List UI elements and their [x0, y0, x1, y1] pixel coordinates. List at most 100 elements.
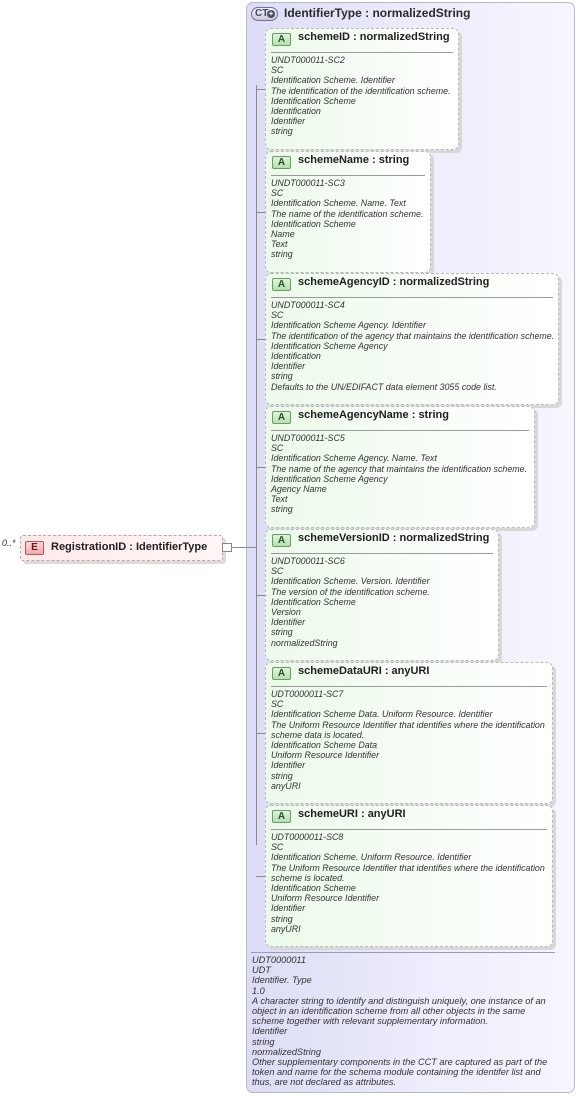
documentation-line: Identification Scheme. Version. Identifi…: [271, 576, 430, 587]
attribute-connector: [256, 88, 265, 90]
cardinality-label: 0..*: [2, 538, 16, 548]
documentation-line: string: [271, 913, 293, 924]
attribute-title: schemeURI : anyURI: [298, 808, 406, 820]
documentation-line: scheme together with relevant supplement…: [252, 1016, 488, 1027]
documentation-line: Identification Scheme: [271, 596, 356, 607]
documentation-line: Identification Scheme Agency. Identifier: [271, 320, 426, 331]
documentation-line: normalizedString: [252, 1046, 321, 1057]
attribute-separator: [271, 430, 529, 431]
documentation-line: SC: [271, 65, 284, 76]
documentation-line: object in an identification scheme from …: [252, 1006, 526, 1017]
attribute-badge: A: [272, 411, 291, 424]
attribute-title: schemeAgencyID : normalizedString: [298, 276, 490, 288]
documentation-line: Identification Scheme Agency: [271, 340, 388, 351]
documentation-line: Identification Scheme. Name. Text: [271, 198, 406, 209]
documentation-line: SC: [271, 699, 284, 710]
connector-vertical: [256, 85, 257, 845]
documentation-line: The Uniform Resource Identifier that ide…: [271, 862, 545, 873]
attribute-title: schemeAgencyName : string: [298, 409, 449, 421]
documentation-line: Defaults to the UN/EDIFACT data element …: [271, 381, 497, 392]
attribute-box[interactable]: [265, 151, 431, 273]
documentation-line: UNDT000011-SC4: [271, 300, 345, 310]
documentation-line: The name of the identification scheme.: [271, 208, 424, 219]
documentation-line: SC: [271, 310, 284, 321]
attribute-connector: [256, 594, 265, 596]
documentation-line: Identification: [271, 105, 321, 116]
attribute-box[interactable]: [265, 662, 553, 804]
attribute-connector: [256, 338, 265, 340]
attribute-box[interactable]: [265, 529, 499, 661]
documentation-line: Uniform Resource Identifier: [271, 750, 380, 761]
documentation-line: Name: [271, 228, 295, 239]
documentation-line: UNDT000011-SC5: [271, 433, 345, 443]
attribute-separator: [271, 175, 425, 176]
attribute-badge: A: [272, 667, 291, 680]
attribute-box[interactable]: [265, 406, 535, 528]
documentation-line: Identification Scheme. Identifier: [271, 75, 395, 86]
documentation-line: string: [252, 1036, 275, 1047]
documentation-line: The identification of the identification…: [271, 85, 451, 96]
documentation-line: Version: [271, 606, 301, 617]
documentation-line: UDT0000011: [252, 955, 306, 965]
documentation-line: Other supplementary components in the CC…: [252, 1057, 548, 1068]
documentation-line: normalizedString: [271, 637, 338, 648]
documentation-line: Identification Scheme Agency: [271, 473, 388, 484]
documentation-line: scheme is located.: [271, 872, 345, 883]
documentation-line: The identification of the agency that ma…: [271, 330, 555, 341]
documentation-line: The Uniform Resource Identifier that ide…: [271, 719, 545, 730]
documentation-line: Identifier. Type: [252, 975, 312, 986]
documentation-line: SC: [271, 566, 284, 577]
documentation-line: anyURI: [271, 780, 301, 791]
documentation-line: Identification Scheme Data. Uniform Reso…: [271, 709, 493, 720]
attribute-separator: [271, 52, 453, 53]
expand-plus-icon[interactable]: +: [267, 9, 275, 18]
element-box[interactable]: [20, 535, 223, 561]
documentation-line: UNDT000011-SC6: [271, 556, 345, 566]
documentation-line: 1.0: [252, 985, 265, 996]
attribute-badge: A: [272, 810, 291, 823]
documentation-line: string: [271, 504, 293, 515]
documentation-line: Identification Scheme: [271, 95, 356, 106]
documentation-line: SC: [271, 842, 284, 853]
attribute-title: schemeVersionID : normalizedString: [298, 532, 490, 544]
documentation-line: UNDT000011-SC2: [271, 55, 345, 65]
attribute-separator: [271, 553, 493, 554]
documentation-line: string: [271, 770, 293, 781]
documentation-line: The name of the agency that maintains th…: [271, 463, 528, 474]
attribute-box[interactable]: [265, 28, 459, 150]
attribute-box[interactable]: [265, 805, 553, 947]
documentation-line: Uniform Resource Identifier: [271, 893, 380, 904]
attribute-box[interactable]: [265, 273, 559, 405]
documentation-line: UDT0000011-SC7: [271, 689, 344, 699]
documentation-line: UDT0000011-SC8: [271, 832, 344, 842]
attribute-title: schemeName : string: [298, 154, 410, 166]
documentation-line: thus, are not declared as attributes.: [252, 1077, 397, 1088]
documentation-line: A character string to identify and disti…: [252, 995, 546, 1006]
attribute-connector: [256, 211, 265, 213]
documentation-line: Agency Name: [271, 483, 327, 494]
attribute-badge: A: [272, 33, 291, 46]
documentation-line: Identification Scheme: [271, 218, 356, 229]
element-badge: E: [25, 541, 44, 555]
documentation-line: Identifier: [252, 1026, 288, 1037]
documentation-line: SC: [271, 443, 284, 454]
documentation-line: Identification: [271, 350, 321, 361]
attribute-badge: A: [272, 534, 291, 547]
attribute-connector: [256, 466, 265, 468]
documentation-line: The version of the identification scheme…: [271, 586, 430, 597]
sequence-connector-icon[interactable]: [222, 543, 232, 552]
documentation-line: Identifier: [271, 116, 306, 127]
complex-type-title: IdentifierType : normalizedString: [284, 6, 471, 20]
documentation-line: string: [271, 371, 293, 382]
attribute-connector: [256, 733, 265, 734]
documentation-line: Text: [271, 494, 288, 505]
documentation-line: Identifier: [271, 361, 306, 372]
attribute-separator: [271, 829, 547, 830]
documentation-line: Identification Scheme: [271, 882, 356, 893]
documentation-line: string: [271, 126, 293, 137]
